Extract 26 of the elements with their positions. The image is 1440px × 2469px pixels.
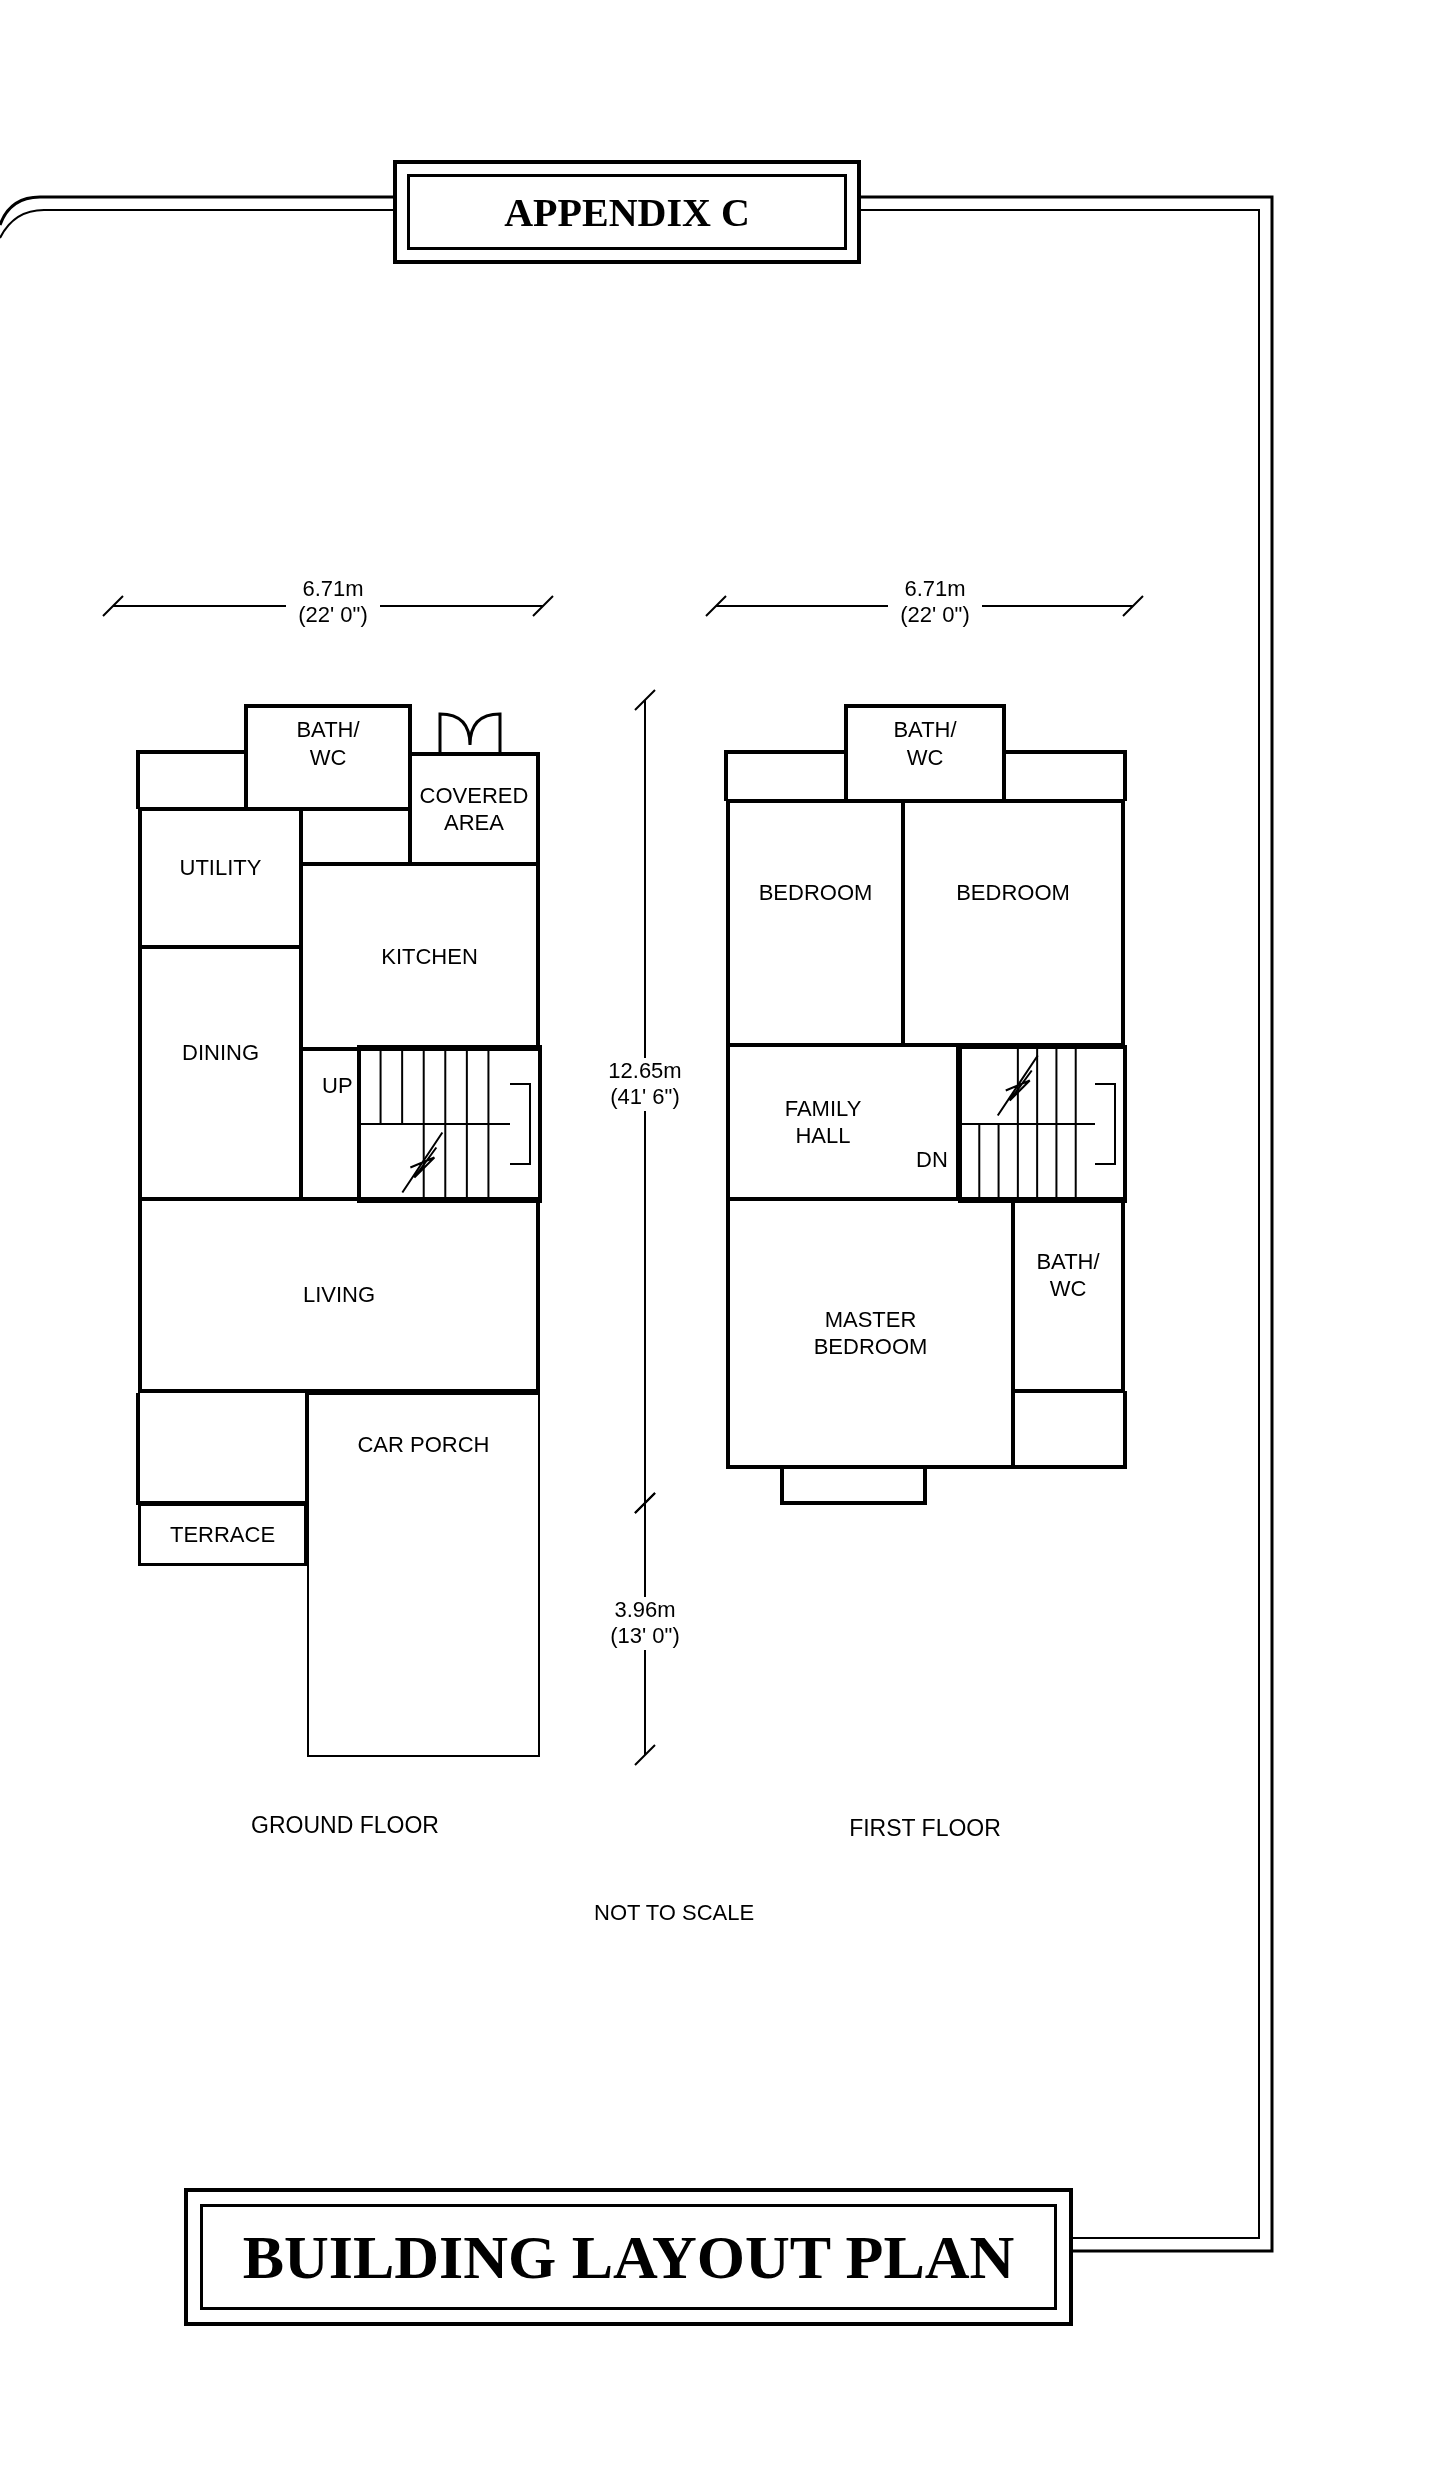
stair-direction-label: DN xyxy=(916,1147,948,1173)
room-label: FAMILY HALL xyxy=(783,1094,863,1150)
room-outline xyxy=(244,704,412,811)
room-label: BATH/ WC xyxy=(1035,1247,1101,1303)
room-label: COVERED AREA xyxy=(419,781,529,837)
floor-heading: GROUND FLOOR xyxy=(251,1812,439,1839)
room-label: TERRACE xyxy=(169,1520,276,1549)
room-label: BEDROOM xyxy=(956,879,1070,907)
room-label: BEDROOM xyxy=(758,879,873,907)
room-outline xyxy=(307,1393,540,1757)
room-outline xyxy=(138,1197,540,1393)
room-label: KITCHEN xyxy=(381,942,478,971)
heading-text: APPENDIX C xyxy=(407,174,847,250)
room-label: UTILITY xyxy=(179,854,262,882)
stair-direction-label: UP xyxy=(322,1073,353,1099)
floor-heading: FIRST FLOOR xyxy=(849,1815,1001,1842)
room-outline xyxy=(726,1197,1015,1469)
room-label: BATH/ WC xyxy=(892,716,958,771)
room-label: BATH/ WC xyxy=(295,716,361,771)
title-text: BUILDING LAYOUT PLAN xyxy=(200,2204,1057,2310)
room-label: DINING xyxy=(182,1039,259,1067)
room-label: CAR PORCH xyxy=(357,1431,490,1459)
room-outline xyxy=(138,1503,307,1566)
room-label: LIVING xyxy=(302,1281,376,1309)
note-text: NOT TO SCALE xyxy=(594,1900,755,1926)
room-label: MASTER BEDROOM xyxy=(812,1305,929,1361)
